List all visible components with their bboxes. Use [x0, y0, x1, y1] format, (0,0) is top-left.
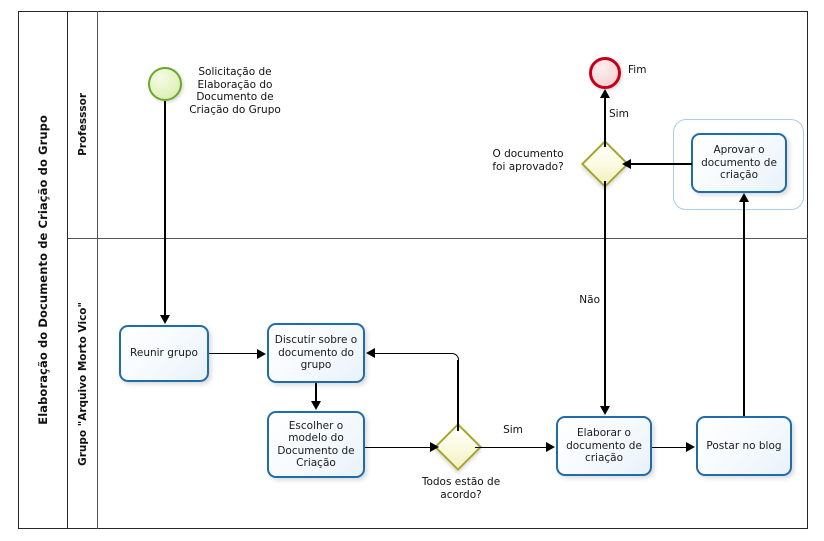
gateway-documento-aprovado-label: O documento foi aprovado?: [492, 148, 564, 173]
flow-gateway-loopback-vertical: [457, 360, 459, 431]
flow-reunir-to-discutir: [209, 353, 258, 355]
flow-label-sim-elaborar: Sim: [503, 424, 523, 436]
flow-gateway-to-elaborar-nao-arrow: [600, 406, 610, 415]
task-postar-no-blog[interactable]: Postar no blog: [696, 416, 792, 476]
flow-gateway-to-elaborar: [475, 446, 546, 448]
flow-gateway-loopback-elbow: [451, 353, 459, 361]
flow-discutir-to-escolher-arrow: [311, 401, 321, 410]
lane-label-professor: Professsor: [76, 93, 89, 156]
gateway-todos-de-acordo-label: Todos estão de acordo?: [421, 476, 501, 501]
start-event-label: Solicitação de Elaboração do Documento d…: [189, 66, 281, 116]
flow-start-to-reunir: [164, 101, 166, 316]
lane-divider: [68, 238, 808, 239]
task-reunir-grupo[interactable]: Reunir grupo: [119, 325, 209, 382]
flow-gateway-to-elaborar-nao: [604, 181, 606, 407]
task-aprovar-documento[interactable]: Aprovar o documento de criação: [691, 133, 787, 193]
flow-postar-to-aprovar: [743, 202, 745, 416]
flow-gateway-to-end: [604, 98, 606, 147]
flow-gateway-loopback-horizontal: [375, 352, 452, 354]
task-escolher-modelo[interactable]: Escolher o modelo do Documento de Criaçã…: [267, 411, 365, 478]
pool-title: Elaboração do Documento de Criação do Gr…: [18, 11, 68, 529]
start-event[interactable]: [148, 67, 182, 101]
end-event-label: Fim: [628, 64, 647, 76]
pool-title-label: Elaboração do Documento de Criação do Gr…: [35, 115, 50, 425]
pool: [18, 11, 808, 529]
flow-escolher-to-gateway: [365, 446, 432, 448]
flow-gateway-to-elaborar-arrow: [546, 442, 555, 452]
flow-start-to-reunir-arrow: [160, 315, 170, 324]
end-event[interactable]: [589, 57, 621, 89]
flow-elaborar-to-postar-arrow: [686, 442, 695, 452]
flow-aprovar-to-gateway: [631, 163, 692, 165]
lane-header-professor: Professsor: [68, 11, 98, 238]
flow-escolher-to-gateway-arrow: [430, 442, 439, 452]
flow-reunir-to-discutir-arrow: [257, 348, 266, 359]
flow-label-nao-elaborar: Não: [579, 294, 600, 306]
flow-elaborar-to-postar: [652, 446, 687, 448]
flow-label-sim-fim: Sim: [609, 108, 629, 120]
flow-discutir-to-escolher: [315, 383, 317, 402]
flow-aprovar-to-gateway-arrow: [622, 159, 631, 169]
flow-postar-to-aprovar-arrow: [739, 193, 749, 202]
lane-label-grupo: Grupo "Arquivo Morto Vico": [76, 301, 89, 466]
task-elaborar-documento[interactable]: Elaborar o documento de criação: [556, 416, 652, 476]
flow-gateway-loopback-arrow: [366, 348, 375, 358]
flow-gateway-to-end-arrow: [600, 89, 610, 98]
task-discutir-documento[interactable]: Discutir sobre o documento do grupo: [267, 323, 365, 383]
lane-header-grupo: Grupo "Arquivo Morto Vico": [68, 238, 98, 529]
